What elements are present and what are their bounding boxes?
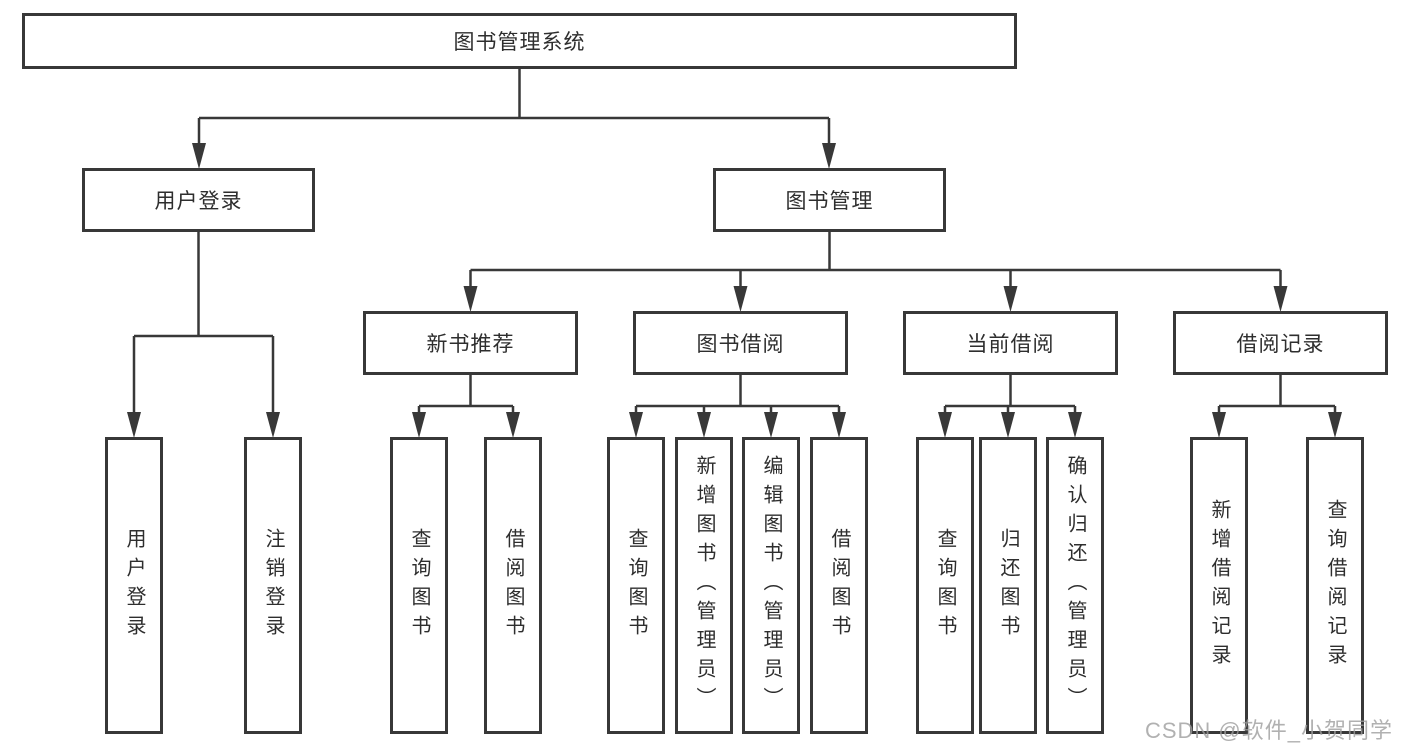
leaf-label: 新增图书（管理员） <box>693 455 715 716</box>
leaf-borrow-books: 借阅图书 <box>810 437 868 734</box>
leaf-query-borrow-record: 查询借阅记录 <box>1306 437 1364 734</box>
leaf-label: 注销登录 <box>262 527 284 644</box>
leaf-edit-book-admin: 编辑图书（管理员） <box>742 437 800 734</box>
node-new-book-recommend: 新书推荐 <box>363 311 578 375</box>
leaf-label: 查询借阅记录 <box>1324 498 1346 673</box>
node-borrow-records: 借阅记录 <box>1173 311 1388 375</box>
leaf-label: 借阅图书 <box>828 527 850 644</box>
leaf-label: 归还图书 <box>997 527 1019 644</box>
leaf-label: 编辑图书（管理员） <box>760 455 782 716</box>
leaf-query-books-recommend: 查询图书 <box>390 437 448 734</box>
leaf-label: 查询图书 <box>934 527 956 644</box>
node-current-borrow: 当前借阅 <box>903 311 1118 375</box>
leaf-logout: 注销登录 <box>244 437 302 734</box>
node-root-library-system: 图书管理系统 <box>22 13 1017 69</box>
leaf-label: 确认归还（管理员） <box>1064 455 1086 716</box>
node-user-login: 用户登录 <box>82 168 315 232</box>
leaf-label: 查询图书 <box>408 527 430 644</box>
leaf-return-book: 归还图书 <box>979 437 1037 734</box>
watermark: CSDN @软件_小贺同学 <box>1144 718 1393 743</box>
leaf-label: 查询图书 <box>625 527 647 644</box>
arrowheads <box>127 143 1342 438</box>
leaf-confirm-return-admin: 确认归还（管理员） <box>1046 437 1104 734</box>
node-book-management: 图书管理 <box>713 168 946 232</box>
leaf-label: 借阅图书 <box>502 527 524 644</box>
leaf-add-borrow-record: 新增借阅记录 <box>1190 437 1248 734</box>
leaf-add-book-admin: 新增图书（管理员） <box>675 437 733 734</box>
leaf-borrow-books-recommend: 借阅图书 <box>484 437 542 734</box>
leaf-user-login: 用户登录 <box>105 437 163 734</box>
leaf-query-books-current: 查询图书 <box>916 437 974 734</box>
leaf-label: 新增借阅记录 <box>1208 498 1230 673</box>
leaf-label: 用户登录 <box>123 527 145 644</box>
leaf-query-books-borrow: 查询图书 <box>607 437 665 734</box>
node-book-borrow: 图书借阅 <box>633 311 848 375</box>
